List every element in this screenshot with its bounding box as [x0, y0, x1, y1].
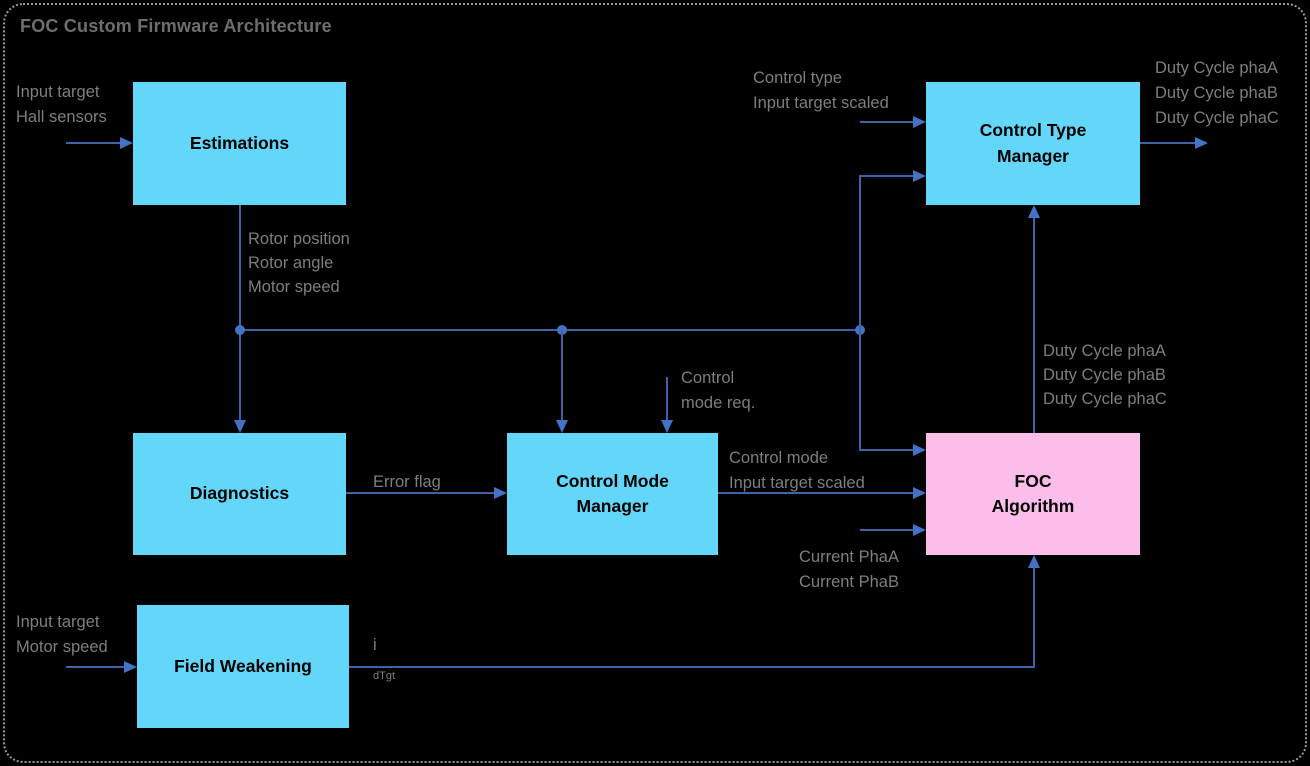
connector-bus-foc-algorithm-arrowhead	[913, 444, 926, 456]
connector-foc-control-type-arrowhead	[1028, 205, 1040, 218]
connector-bus-foc-algorithm	[859, 449, 914, 451]
block-estimations-label: Estimations	[189, 132, 290, 153]
label-current-inputs: Current PhaA Current PhaB	[799, 548, 899, 591]
block-foc-algorithm-label-line1: FOC	[1014, 470, 1052, 491]
junction-dot-estimations	[235, 325, 245, 335]
label-control-mode-outputs: Control mode Input target scaled	[729, 449, 865, 492]
label-estimations-inputs: Input target Hall sensors	[16, 83, 107, 126]
connector-mode-request-arrowhead	[661, 420, 673, 433]
connector-field-weakening-foc-vertical	[1033, 567, 1035, 668]
block-estimations: Estimations	[133, 82, 346, 205]
connector-control-type-output-arrowhead	[1195, 137, 1208, 149]
connector-error-flag	[346, 492, 495, 494]
block-diagnostics: Diagnostics	[133, 433, 346, 555]
label-estimations-outputs: Rotor position Rotor angle Motor speed	[248, 230, 350, 296]
connector-error-flag-arrowhead	[494, 487, 507, 499]
label-control-type-outputs: Duty Cycle phaA Duty Cycle phaB Duty Cyc…	[1155, 59, 1279, 127]
connector-bus-control-mode-manager	[561, 330, 563, 421]
connector-control-type-output	[1140, 142, 1197, 144]
label-control-mode-request: Control mode req.	[681, 369, 756, 412]
block-control-mode-manager: Control Mode Manager	[507, 433, 718, 555]
block-foc-algorithm-label-line2: Algorithm	[991, 496, 1075, 516]
connector-bus-horizontal	[239, 329, 861, 331]
block-control-type-manager: Control Type Manager	[926, 82, 1140, 205]
connector-input-estimations-arrowhead	[120, 137, 133, 149]
connector-bus-right-branch	[859, 176, 861, 451]
block-field-weakening: Field Weakening	[137, 605, 349, 728]
connector-bus-control-type-manager-arrowhead	[913, 170, 926, 182]
label-error-flag: Error flag	[373, 473, 441, 491]
connector-mode-request	[666, 377, 668, 421]
connector-field-weakening-foc-horizontal	[349, 666, 1035, 668]
block-control-type-manager-label-line2: Manager	[997, 145, 1069, 166]
connector-control-mode-foc	[718, 492, 914, 494]
connector-field-weakening-foc-arrowhead	[1028, 555, 1040, 568]
block-field-weakening-label: Field Weakening	[174, 655, 312, 676]
connector-current-foc	[860, 529, 914, 531]
connector-input-field-weakening	[66, 666, 126, 668]
diagram-title: FOC Custom Firmware Architecture	[20, 16, 332, 36]
block-control-type-manager-label-line1: Control Type	[979, 120, 1087, 141]
block-diagnostics-label: Diagnostics	[189, 483, 290, 504]
connector-input-estimations	[66, 142, 123, 144]
label-field-weakening-inputs: Input target Motor speed	[16, 613, 108, 656]
connector-current-foc-arrowhead	[913, 524, 926, 536]
connector-bus-control-type-manager	[859, 175, 914, 177]
label-foc-duty-outputs: Duty Cycle phaA Duty Cycle phaB Duty Cyc…	[1043, 342, 1167, 408]
connector-foc-control-type	[1033, 217, 1035, 433]
connector-estimations-diagnostics-arrowhead	[234, 420, 246, 433]
connector-estimations-diagnostics	[239, 205, 241, 421]
connector-bus-control-mode-manager-arrowhead	[556, 420, 568, 433]
connector-control-mode-foc-arrowhead	[913, 487, 926, 499]
block-control-mode-manager-label-line2: Manager	[576, 496, 649, 516]
block-control-mode-manager-label-line1: Control Mode	[556, 470, 669, 491]
connector-control-type-input-arrowhead	[913, 116, 926, 128]
block-foc-algorithm: FOC Algorithm	[926, 433, 1140, 555]
connector-control-type-input	[860, 121, 914, 123]
label-control-type-inputs: Control type Input target scaled	[753, 69, 889, 112]
connector-input-field-weakening-arrowhead	[124, 661, 137, 673]
